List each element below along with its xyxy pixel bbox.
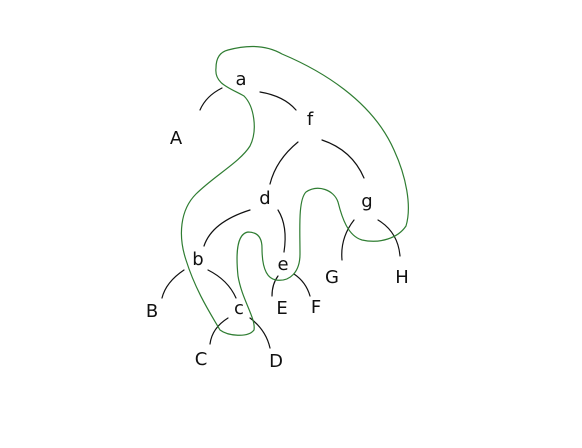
node-f: f — [307, 109, 314, 130]
leaf-E: E — [276, 298, 287, 319]
edge-e-E — [271, 275, 279, 297]
node-a: a — [235, 69, 246, 90]
node-c: c — [234, 298, 244, 319]
edge-b-B — [161, 269, 185, 299]
leaf-F: F — [311, 297, 321, 318]
edge-f-g — [321, 139, 365, 179]
edge-c-C — [209, 317, 229, 345]
internal-nodes: a f d g b e c — [192, 69, 372, 319]
leaf-D: D — [269, 351, 283, 372]
leaf-nodes: A B C D E F G H — [146, 128, 409, 372]
edge-b-c — [207, 269, 237, 299]
edge-d-e — [277, 209, 286, 253]
edge-g-G — [341, 219, 355, 261]
leaf-G: G — [325, 267, 339, 288]
node-e: e — [277, 254, 288, 275]
leaf-A: A — [170, 128, 183, 149]
leaf-C: C — [195, 349, 208, 370]
node-b: b — [192, 249, 203, 270]
edge-a-A — [199, 87, 223, 111]
edges — [161, 87, 401, 349]
edge-d-b — [203, 209, 251, 247]
edge-g-H — [377, 219, 401, 257]
leaf-B: B — [146, 301, 158, 322]
node-d: d — [259, 188, 270, 209]
node-g: g — [361, 191, 372, 212]
edge-f-d — [269, 141, 299, 185]
edge-e-F — [293, 273, 311, 297]
edge-a-f — [259, 91, 297, 111]
subtree-outline — [180, 45, 409, 336]
leaf-H: H — [395, 267, 409, 288]
